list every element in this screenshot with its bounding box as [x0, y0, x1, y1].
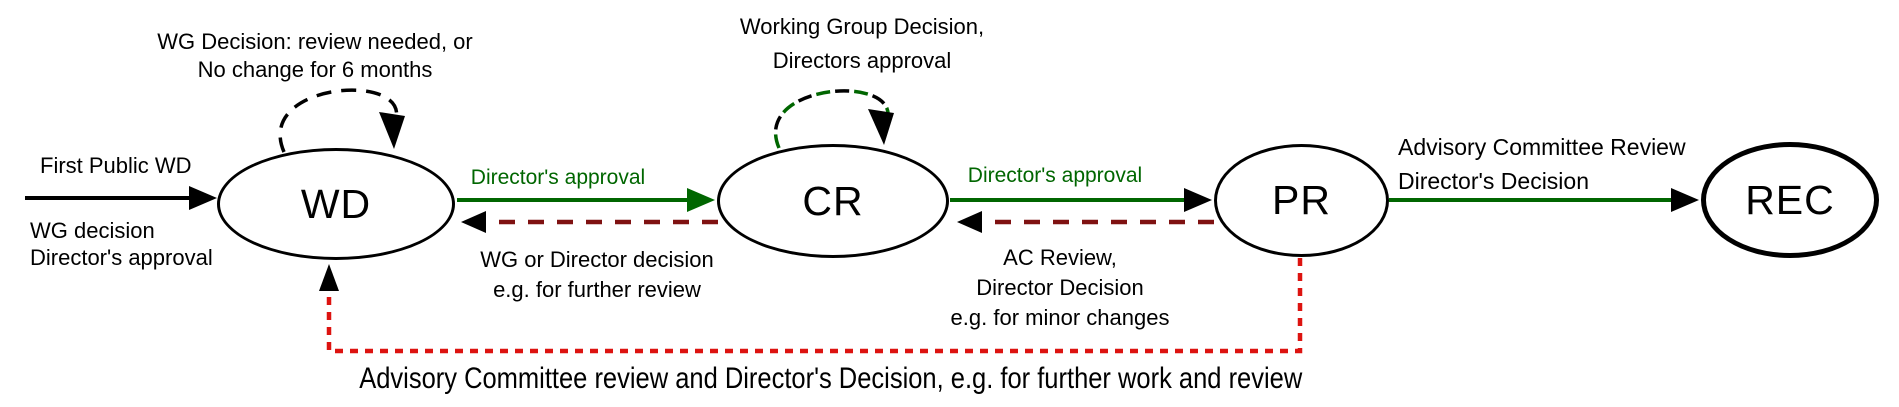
cr-to-wd-label: WG or Director decision e.g. for further… — [447, 245, 747, 305]
pr-to-wd-arrowhead — [319, 264, 339, 291]
cr-to-wd-label-line: e.g. for further review — [493, 277, 701, 302]
wd-self-loop-label-line: WG Decision: review needed, or — [157, 29, 473, 54]
node-rec: REC — [1701, 142, 1879, 258]
cr-self-loop-label-line: Working Group Decision, — [739, 14, 985, 39]
cr-self-loop-arc-green — [774, 89, 890, 149]
cr-to-wd-arrowhead — [461, 211, 486, 233]
wd-self-loop-arc — [278, 88, 399, 153]
cr-to-pr-label: Director's approval — [967, 164, 1143, 187]
pr-to-wd-caption: Advisory Committee review and Director's… — [31, 362, 1631, 395]
pr-to-rec-label-line: Advisory Committee Review — [1398, 134, 1686, 160]
pr-to-rec-label: Advisory Committee Review Director's Dec… — [1398, 130, 1686, 198]
pr-to-wd-caption-text: Advisory Committee review and Director's… — [359, 362, 1303, 395]
pr-to-cr-label-line: AC Review, — [1003, 245, 1117, 270]
pr-to-cr-label: AC Review, Director Decision e.g. for mi… — [910, 243, 1210, 333]
pr-to-cr-arrowhead — [957, 211, 982, 233]
pr-to-cr-label-line: Director Decision — [976, 275, 1144, 300]
node-pr: PR — [1214, 144, 1389, 257]
cr-self-loop-label-line: Directors approval — [772, 48, 952, 73]
start-to-wd-title: First Public WD — [40, 153, 192, 178]
node-pr-label: PR — [1272, 177, 1331, 223]
node-cr-label: CR — [802, 177, 864, 224]
wd-to-cr-arrowhead — [687, 188, 715, 212]
wd-self-loop-arrowhead — [379, 112, 405, 149]
node-cr: CR — [717, 144, 949, 258]
cr-to-wd-label-line: WG or Director decision — [480, 247, 714, 272]
pr-to-rec-label-line: Director's Decision — [1398, 168, 1589, 194]
node-wd: WD — [217, 148, 455, 260]
wd-self-loop-label: WG Decision: review needed, or No change… — [115, 28, 515, 84]
node-rec-label: REC — [1745, 176, 1835, 223]
cr-to-pr-arrowhead — [1184, 188, 1212, 212]
start-to-wd-condition-line: WG decision — [30, 218, 155, 243]
cr-self-loop-arc-black — [774, 89, 890, 149]
start-to-wd-conditions: WG decision Director's approval — [30, 217, 213, 271]
start-to-wd-arrowhead — [189, 186, 217, 210]
start-to-wd-condition-line: Director's approval — [30, 245, 213, 270]
node-wd-label: WD — [300, 180, 372, 227]
pr-to-cr-label-line: e.g. for minor changes — [950, 305, 1170, 330]
wd-self-loop-label-line: No change for 6 months — [197, 57, 433, 82]
cr-self-loop-arrowhead — [868, 109, 894, 145]
wd-to-cr-label: Director's approval — [470, 166, 646, 189]
cr-self-loop-label: Working Group Decision, Directors approv… — [662, 10, 1062, 78]
